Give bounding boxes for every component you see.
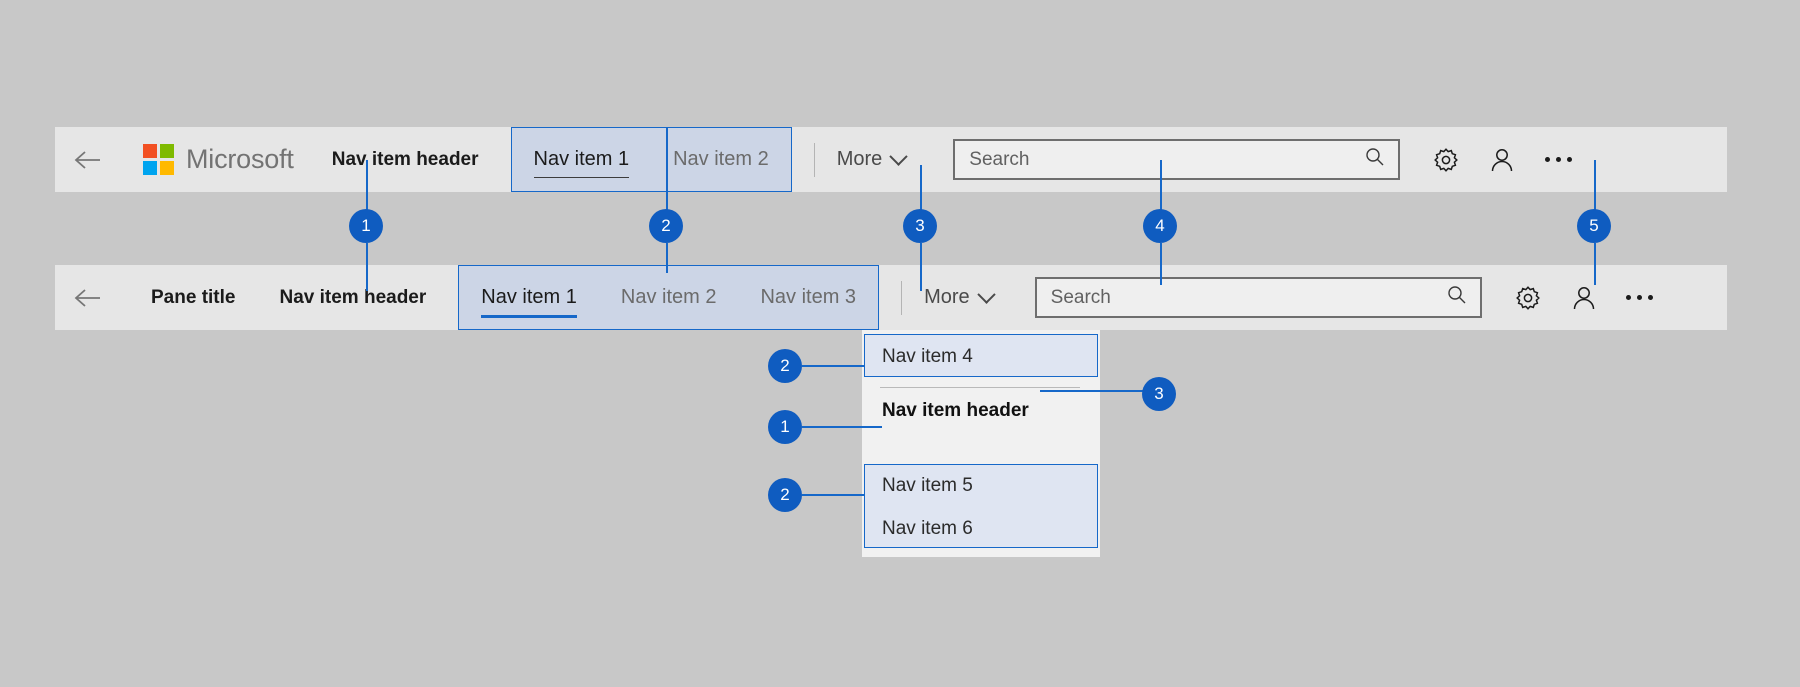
pane-title: Pane title (151, 286, 236, 308)
flyout-highlight-bottom (864, 464, 1098, 548)
callout-4: 4 (1143, 209, 1177, 243)
nav-item-2-label-b: Nav item 2 (620, 286, 717, 308)
search-input[interactable]: Search (969, 148, 1030, 170)
more-button-2[interactable]: More (924, 285, 996, 309)
nav-items-group-2: Nav item 1 Nav item 2 Nav item 3 (458, 265, 880, 330)
overflow-button[interactable] (1530, 127, 1586, 192)
leader-line-f2a (802, 365, 864, 367)
back-arrow-icon (73, 149, 103, 171)
nav-item-1-b[interactable]: Nav item 1 (459, 266, 599, 329)
flyout-nav-item-4[interactable]: Nav item 4 (882, 346, 973, 367)
search-box-2[interactable]: Search (1034, 277, 1482, 318)
leader-line-5 (1594, 160, 1596, 227)
callout-flyout-1: 1 (768, 410, 802, 444)
gear-icon (1432, 146, 1460, 174)
leader-line-f2b (802, 494, 864, 496)
nav-divider-2 (901, 280, 903, 315)
flyout-nav-item-header: Nav item header (882, 400, 1029, 421)
nav-item-2-label: Nav item 2 (673, 148, 769, 170)
leader-line-f1 (802, 426, 882, 428)
more-button[interactable]: More (836, 147, 908, 171)
nav-item-header-2[interactable]: Nav item header (279, 286, 427, 308)
overflow-button-2[interactable] (1612, 265, 1668, 330)
person-icon (1570, 284, 1598, 312)
callout-flyout-2a: 2 (768, 349, 802, 383)
search-input-2[interactable]: Search (1050, 286, 1111, 308)
account-button-2[interactable] (1556, 265, 1612, 330)
nav-divider (813, 142, 815, 177)
leader-line-2 (666, 127, 668, 227)
nav-item-1[interactable]: Nav item 1 (512, 128, 652, 191)
account-button[interactable] (1474, 127, 1530, 192)
callout-3: 3 (903, 209, 937, 243)
back-button[interactable] (55, 127, 121, 192)
chevron-down-icon (976, 285, 996, 304)
back-arrow-icon (73, 287, 103, 309)
microsoft-logo-icon (143, 144, 174, 175)
more-flyout-panel: Nav item 4 Nav item header Nav item 5 Na… (862, 330, 1100, 557)
leader-line-1 (366, 160, 368, 227)
more-label: More (836, 148, 883, 170)
leader-line-1b (366, 243, 368, 291)
leader-line-5b (1594, 243, 1596, 285)
selected-indicator (533, 176, 630, 178)
flyout-separator (880, 387, 1080, 388)
leader-line-3 (920, 165, 922, 227)
nav-item-header[interactable]: Nav item header (331, 148, 479, 170)
nav-item-2-b[interactable]: Nav item 2 (599, 266, 739, 329)
microsoft-brand[interactable]: Microsoft (143, 144, 294, 175)
settings-button-2[interactable] (1500, 265, 1556, 330)
leader-line-f3 (1040, 390, 1152, 392)
back-button-2[interactable] (55, 265, 121, 330)
person-icon (1488, 146, 1516, 174)
search-icon[interactable] (1364, 146, 1386, 173)
nav-item-1-label: Nav item 1 (533, 148, 630, 170)
selected-indicator (481, 315, 577, 318)
leader-line-4b (1160, 243, 1162, 285)
nav-item-2[interactable]: Nav item 2 (651, 128, 791, 191)
flyout-highlight-top (864, 334, 1098, 377)
navbar-primary: Microsoft Nav item header Nav item 1 Nav… (55, 127, 1727, 192)
callout-5: 5 (1577, 209, 1611, 243)
search-box[interactable]: Search (953, 139, 1401, 180)
search-icon[interactable] (1446, 284, 1468, 311)
ellipsis-icon (1544, 157, 1572, 162)
settings-button[interactable] (1418, 127, 1474, 192)
callout-flyout-2b: 2 (768, 478, 802, 512)
callout-2: 2 (649, 209, 683, 243)
callout-1: 1 (349, 209, 383, 243)
nav-item-3-label-b: Nav item 3 (760, 286, 857, 308)
chevron-down-icon (889, 147, 908, 166)
flyout-nav-item-5[interactable]: Nav item 5 (882, 475, 973, 496)
nav-items-group: Nav item 1 Nav item 2 (510, 127, 792, 192)
gear-icon (1514, 284, 1542, 312)
leader-line-4 (1160, 160, 1162, 227)
flyout-nav-item-6[interactable]: Nav item 6 (882, 518, 973, 539)
leader-line-3b (920, 243, 922, 291)
ellipsis-icon (1626, 295, 1654, 300)
nav-item-3-b[interactable]: Nav item 3 (738, 266, 878, 329)
nav-item-1-label-b: Nav item 1 (481, 286, 577, 308)
leader-line-2b (666, 243, 668, 273)
callout-flyout-3: 3 (1142, 377, 1176, 411)
brand-wordmark: Microsoft (186, 144, 294, 174)
more-label-2: More (924, 286, 970, 308)
navbar-secondary: Pane title Nav item header Nav item 1 Na… (55, 265, 1727, 330)
